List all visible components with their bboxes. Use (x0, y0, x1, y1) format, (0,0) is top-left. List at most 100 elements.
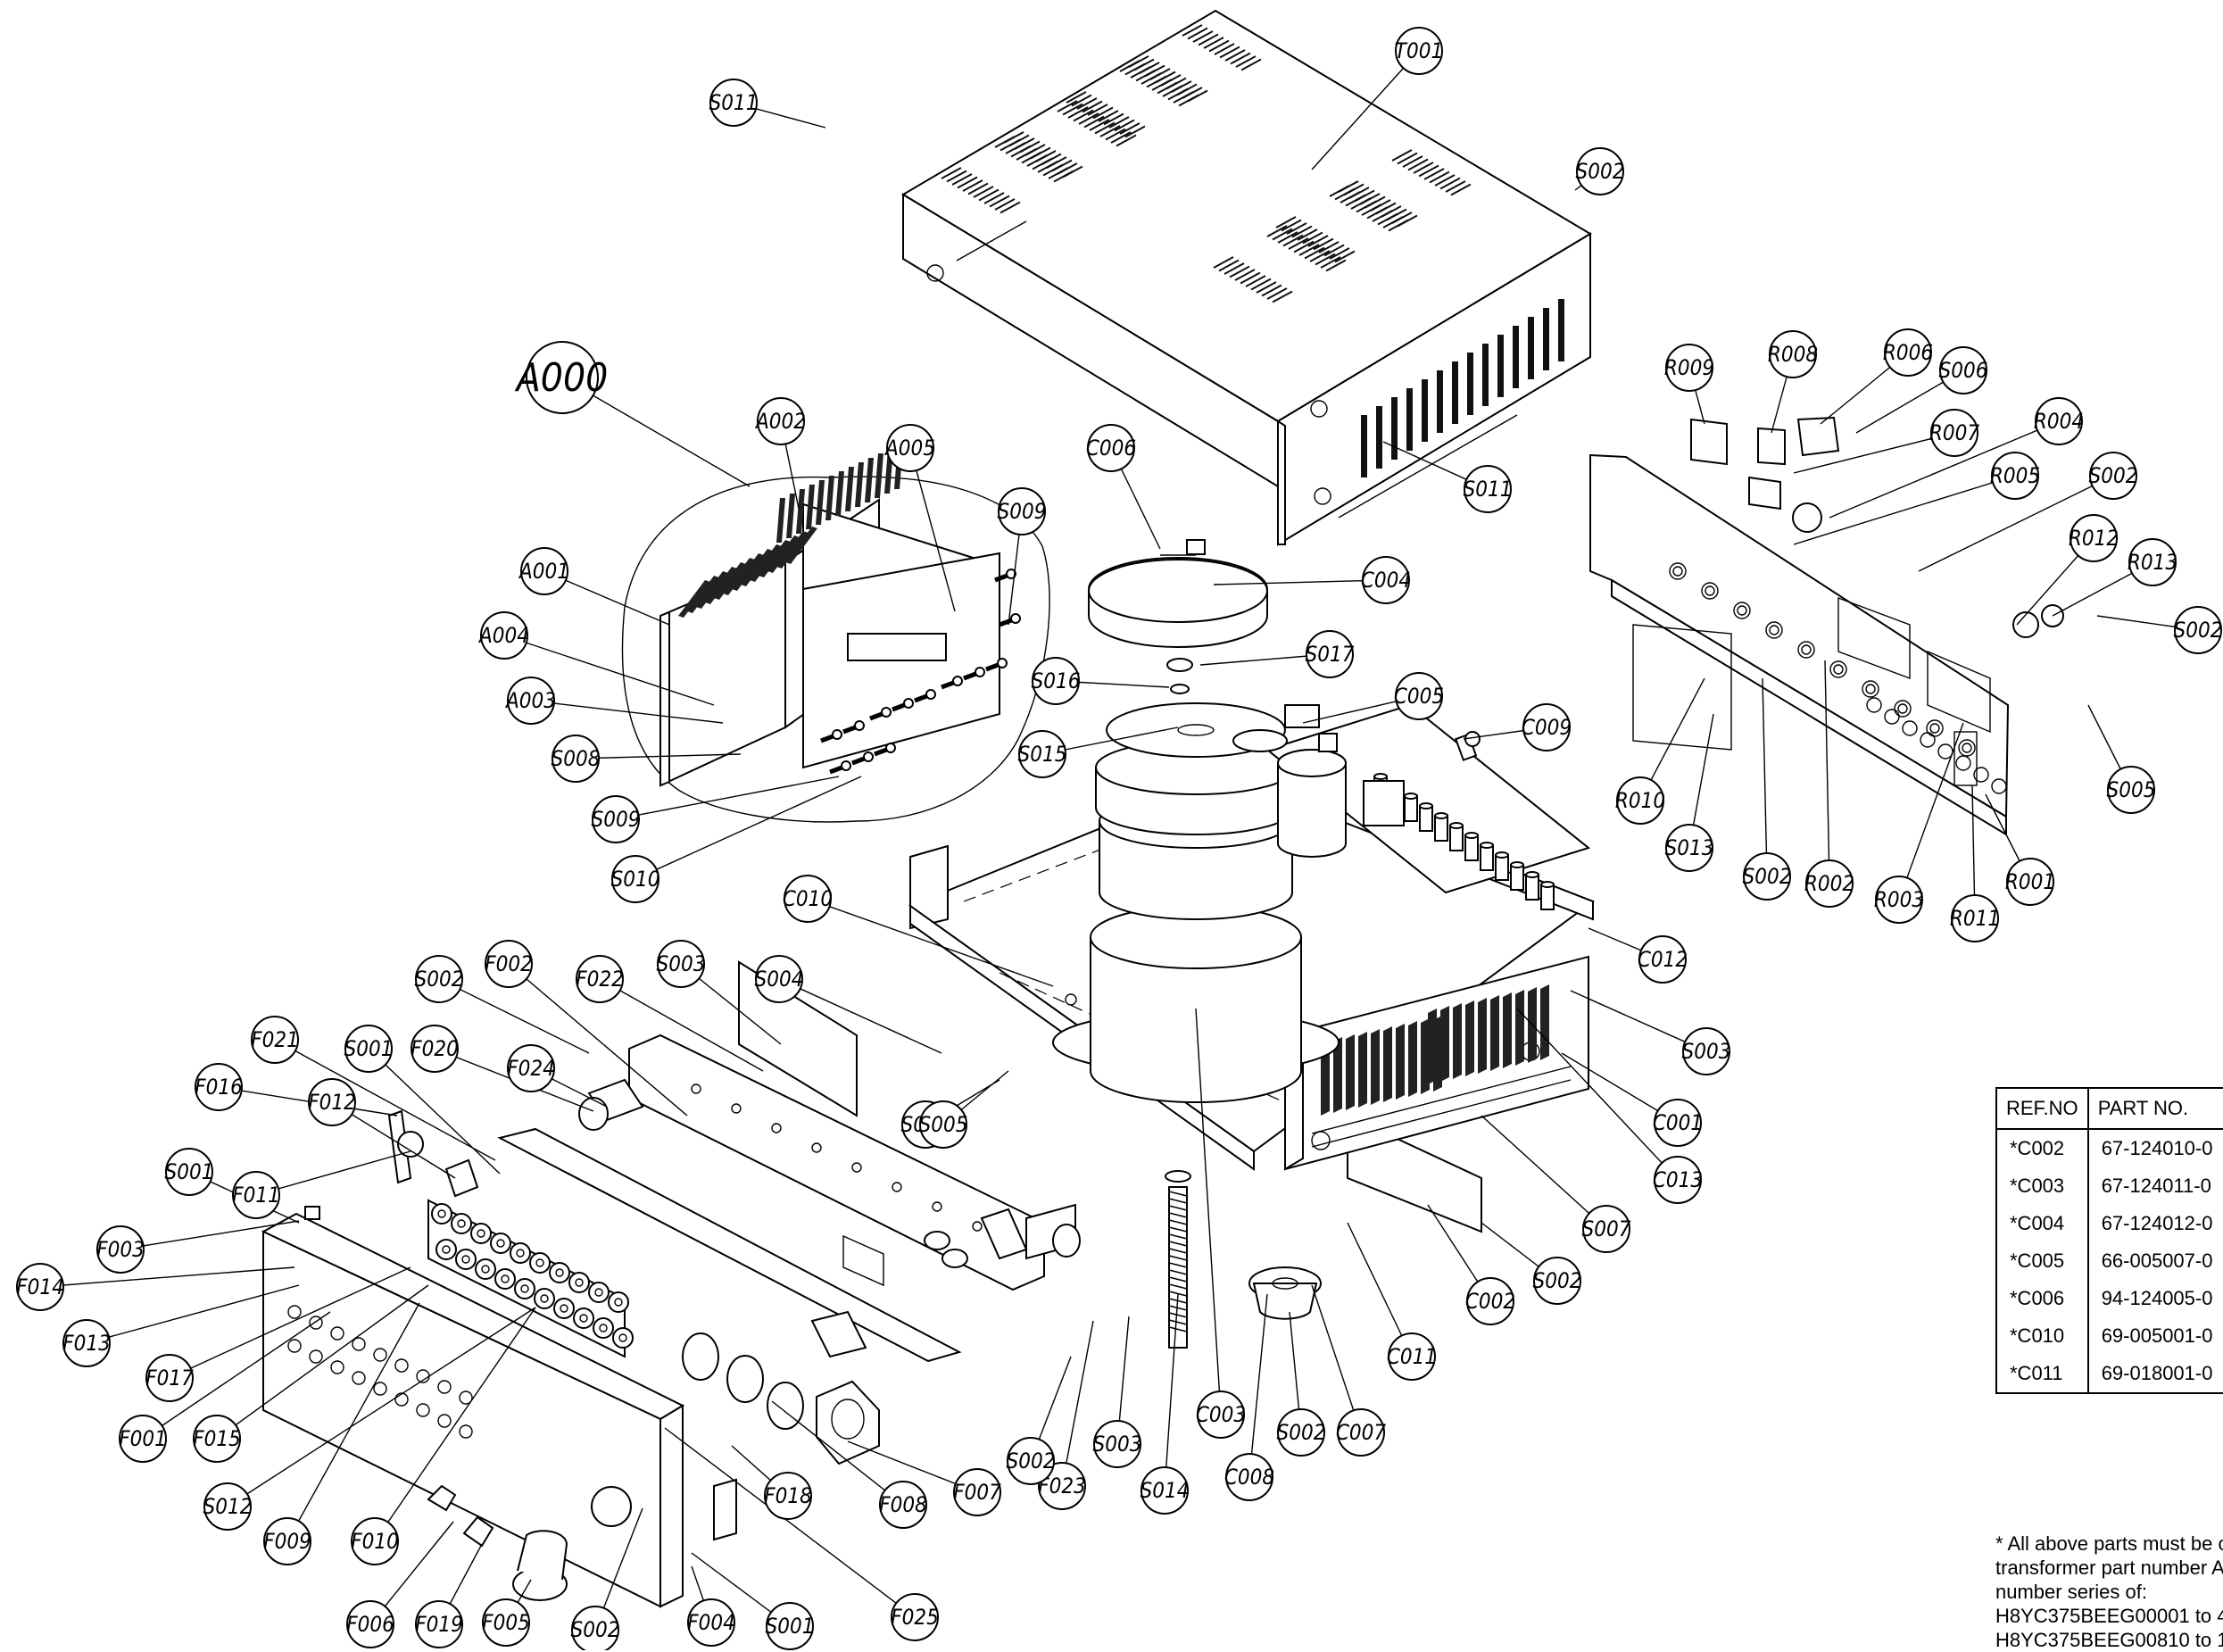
callout-text: S015 (1018, 742, 1067, 767)
callout-f006: F006 (346, 1600, 394, 1648)
callout-text: F009 (263, 1529, 311, 1554)
callout-text: R005 (1990, 463, 2040, 488)
ref-no-cell: *C011 (1995, 1355, 2089, 1394)
callout-text: F006 (346, 1612, 394, 1637)
callout-c007: C007 (1336, 1408, 1387, 1457)
callout-f005: F005 (482, 1598, 530, 1647)
leader-line (1311, 1284, 1362, 1433)
leader-line (664, 1427, 916, 1618)
leader-line (216, 1284, 429, 1440)
callout-text: F017 (145, 1366, 194, 1391)
ref-no-cell: *C004 (1995, 1205, 2089, 1242)
callout-text: F005 (482, 1610, 530, 1635)
amplifier-module-inset (621, 444, 1050, 823)
callout-s002: S002 (1533, 1257, 1582, 1305)
callout-c010: C010 (783, 875, 833, 923)
callout-s002: S002 (2089, 452, 2137, 500)
callout-s002: S002 (2174, 606, 2223, 654)
leader-line (1347, 1222, 1413, 1357)
callout-text: F010 (351, 1529, 399, 1554)
callout-c011: C011 (1387, 1332, 1437, 1381)
callout-a002: A002 (754, 397, 806, 445)
toroidal-transformer (1052, 539, 1340, 1349)
callout-s003: S003 (1682, 1027, 1730, 1075)
callout-text: R008 (1768, 342, 1818, 367)
callout-c008: C008 (1224, 1453, 1274, 1501)
callout-text: S005 (2107, 777, 2156, 802)
callout-c006: C006 (1086, 424, 1136, 472)
callout-r003: R003 (1874, 876, 1924, 924)
callout-text: S002 (1743, 864, 1792, 889)
callout-text: F013 (62, 1331, 111, 1356)
part-no-header: PART NO. (2086, 1087, 2223, 1130)
callout-f001: F001 (119, 1415, 167, 1463)
callout-r008: R008 (1768, 330, 1818, 378)
parts-table-header: REF.NO PART NO. (1995, 1087, 2223, 1130)
leader-line (1195, 1008, 1222, 1415)
leader-line (1061, 1320, 1094, 1487)
ref-no-cell: *C003 (1995, 1167, 2089, 1205)
callout-text: R007 (1929, 420, 1979, 445)
regulator-board (1232, 703, 1591, 910)
callout-text: R006 (1883, 340, 1933, 365)
leader-line (599, 978, 764, 1072)
callout-f012: F012 (308, 1078, 356, 1126)
callout-text: R004 (2034, 409, 2084, 434)
callout-text: S002 (1533, 1268, 1582, 1293)
callout-text: S002 (1576, 159, 1625, 184)
ref-no-cell: *C010 (1995, 1317, 2089, 1355)
callout-text: F019 (415, 1612, 463, 1637)
callout-f020: F020 (411, 1025, 459, 1073)
callout-text: S011 (709, 90, 759, 115)
part-no-cell: 67-124010-0 (2086, 1129, 2223, 1167)
callout-text: S011 (1464, 477, 1513, 502)
callout-f015: F015 (193, 1415, 241, 1463)
callout-t001: T001 (1395, 27, 1443, 75)
callout-f011: F011 (232, 1171, 280, 1219)
callout-text: F018 (764, 1483, 812, 1508)
callout-text: S008 (552, 746, 601, 771)
callout-text: R001 (2005, 869, 2055, 894)
callout-text: C013 (1653, 1167, 1703, 1192)
callout-f018: F018 (764, 1472, 812, 1520)
callout-f008: F008 (879, 1481, 927, 1529)
callout-s014: S014 (1141, 1466, 1189, 1515)
leader-line (778, 978, 942, 1054)
callout-text: A004 (477, 623, 529, 648)
leader-line (142, 1311, 331, 1440)
callout-f004: F004 (687, 1598, 735, 1647)
callout-text: F004 (687, 1610, 735, 1635)
callout-text: R009 (1664, 355, 1714, 380)
callout-r005: R005 (1990, 452, 2040, 500)
callout-text: T001 (1395, 38, 1443, 63)
callout-c004: C004 (1361, 556, 1411, 604)
callout-f025: F025 (891, 1593, 939, 1641)
callout-labels: A000A001A002A003A004A005C001C002C003C004… (16, 27, 2223, 1650)
callout-text: S016 (1032, 668, 1081, 693)
callout-text: C012 (1638, 947, 1688, 972)
leader-line (1570, 990, 1707, 1052)
callout-text: C008 (1224, 1465, 1274, 1490)
callout-text: C007 (1336, 1420, 1387, 1445)
callout-s002: S002 (1277, 1408, 1325, 1457)
leader-line (1898, 722, 1964, 901)
callout-f009: F009 (263, 1517, 311, 1565)
leader-line (1824, 660, 1830, 884)
callout-text: S001 (344, 1036, 394, 1061)
leader-line (635, 776, 862, 880)
leader-line (1762, 677, 1768, 877)
callout-text: R003 (1874, 887, 1924, 912)
callout-text: S002 (2174, 618, 2223, 643)
callout-s005: S005 (919, 1100, 967, 1149)
callout-text: F016 (195, 1075, 243, 1100)
callout-f022: F022 (576, 955, 624, 1003)
callout-f017: F017 (145, 1354, 194, 1402)
callout-text: R011 (1950, 906, 2000, 931)
callout-text: R013 (2128, 550, 2177, 575)
callout-s009: S009 (998, 487, 1046, 535)
callout-text: S013 (1665, 835, 1714, 860)
callout-r012: R012 (2069, 514, 2119, 562)
callout-text: A002 (754, 409, 806, 434)
